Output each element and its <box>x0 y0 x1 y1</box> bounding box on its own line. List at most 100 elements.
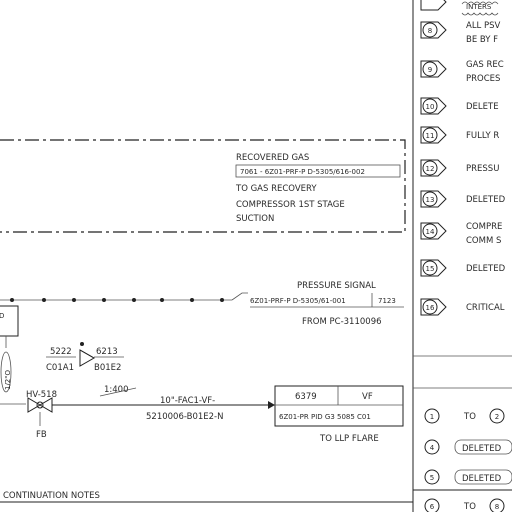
note-flag-icon <box>420 126 447 144</box>
note-number-circle <box>422 22 438 38</box>
signal-dot <box>160 298 164 302</box>
signal-dot <box>72 298 76 302</box>
line-spec: 10"-FAC1-VF- <box>160 396 215 406</box>
note-number: 10 <box>426 103 435 111</box>
note-text: CRITICAL <box>466 303 505 313</box>
note-text: PRESSU <box>466 164 499 174</box>
note-flag-icon <box>420 159 447 177</box>
note-text: FULLY R <box>466 131 499 141</box>
note-number-circle <box>422 160 438 176</box>
recovered-gas-dest: SUCTION <box>236 214 274 224</box>
note-flag-icon <box>420 97 447 115</box>
note-flag-icon <box>420 259 447 277</box>
flare-ref-box <box>274 385 404 427</box>
continuation-num: 5 <box>430 474 434 482</box>
slope-label: 1:400 <box>104 385 129 395</box>
recovered-gas-dest: TO GAS RECOVERY <box>235 184 317 194</box>
recovered-gas-line-no: 7061 - 6Z01-PRF-P D-5305/616-002 <box>240 168 365 176</box>
instrument-tag-lower: C01A1 <box>46 363 74 373</box>
instrument-tag-upper: 6213 <box>96 347 118 357</box>
junction-dot <box>80 342 84 346</box>
arrow-guide <box>79 349 95 359</box>
flare-cell-left: 6379 <box>295 392 317 402</box>
note-number: 13 <box>426 196 435 204</box>
continuation-num: 6 <box>430 503 435 511</box>
valve-fail-position: FB <box>36 430 47 440</box>
note-text: DELETED <box>466 264 506 274</box>
revision-cloud <box>461 1 499 16</box>
note-flag-7 <box>420 0 447 11</box>
note-text: ALL PSV <box>466 21 501 31</box>
note-item: 15 DELETED <box>420 259 506 277</box>
note-flag-icon <box>420 222 447 240</box>
valve-stem <box>36 401 44 409</box>
continuation-row-1: 1 TO 2 <box>424 408 505 424</box>
continuation-row-4: 6 TO 8 <box>424 498 505 512</box>
note-number: 15 <box>426 265 435 273</box>
signal-dot <box>190 298 194 302</box>
note-text: DELETED <box>466 195 506 205</box>
pressure-signal-title: PRESSURE SIGNAL <box>297 281 376 291</box>
continuation-num: 4 <box>430 444 435 452</box>
note-partial-text: INTERS <box>466 3 492 11</box>
instrument-tag-lower: B01E2 <box>94 363 121 373</box>
note-number-circle <box>422 299 438 315</box>
continuation-to: TO <box>463 412 476 422</box>
note-number-circle <box>422 98 438 114</box>
continuation-num: 8 <box>495 503 499 511</box>
pressure-signal-from: FROM PC-3110096 <box>302 317 382 327</box>
note-number: 14 <box>426 228 435 236</box>
note-number: 11 <box>426 132 435 140</box>
note-item: 9 GAS REC PROCES <box>420 60 504 84</box>
pressure-signal-cell: 7123 <box>378 297 396 305</box>
recovered-gas-ref-box <box>235 164 401 178</box>
continuation-num: 1 <box>430 413 434 421</box>
note-number: 9 <box>428 66 432 74</box>
flare-destination: TO LLP FLARE <box>319 434 379 444</box>
flow-arrow-icon <box>268 401 275 409</box>
signal-dot <box>132 298 136 302</box>
note-number-circle <box>422 260 438 276</box>
recovered-gas-title: RECOVERED GAS <box>236 153 309 163</box>
instrument-tag-upper: 5222 <box>50 347 72 357</box>
note-number-circle <box>422 191 438 207</box>
continuation-notes-title: CONTINUATION NOTES <box>3 491 100 501</box>
note-flag-icon <box>420 60 447 78</box>
note-number-circle <box>422 127 438 143</box>
note-text: PROCES <box>466 74 500 84</box>
continuation-row-2: 4 DELETED <box>424 439 512 455</box>
offpage-arrow-icon <box>79 349 96 367</box>
instrument-box <box>0 305 19 337</box>
reducer-size: 1/2"O <box>4 370 12 390</box>
signal-break <box>231 292 248 301</box>
note-item: 8 ALL PSV BE BY F <box>420 21 501 45</box>
signal-dot <box>42 298 46 302</box>
continuation-text: DELETED <box>462 474 502 484</box>
flare-cell-right: VF <box>362 392 373 402</box>
pressure-signal-ref: 6Z01-PRF-P D-5305/61-001 <box>250 297 346 305</box>
continuation-to: TO <box>463 502 476 512</box>
note-text: COMPRE <box>466 222 502 232</box>
note-number-circle <box>422 223 438 239</box>
note-number-circle <box>422 61 438 77</box>
note-item: 10 DELETE <box>420 97 499 115</box>
notes-list: 8 ALL PSV BE BY F 9 GAS REC PROCES 10 DELETE 11 F… <box>420 21 506 316</box>
note-flag-icon <box>420 21 447 39</box>
gate-valve-icon <box>27 397 53 413</box>
signal-dot <box>102 298 106 302</box>
note-flag-icon <box>420 298 447 316</box>
recovered-gas-line <box>0 139 406 233</box>
note-text: GAS REC <box>466 60 504 70</box>
note-item: 13 DELETED <box>420 190 506 208</box>
note-flag-icon <box>420 190 447 208</box>
continuation-num: 2 <box>495 413 499 421</box>
note-text: DELETE <box>466 102 499 112</box>
continuation-row-3: 5 DELETED <box>424 469 512 485</box>
note-number: 8 <box>428 27 432 35</box>
note-text: BE BY F <box>466 35 498 45</box>
flare-ref: 6Z01-PR PID G3 5085 C01 <box>279 413 371 421</box>
